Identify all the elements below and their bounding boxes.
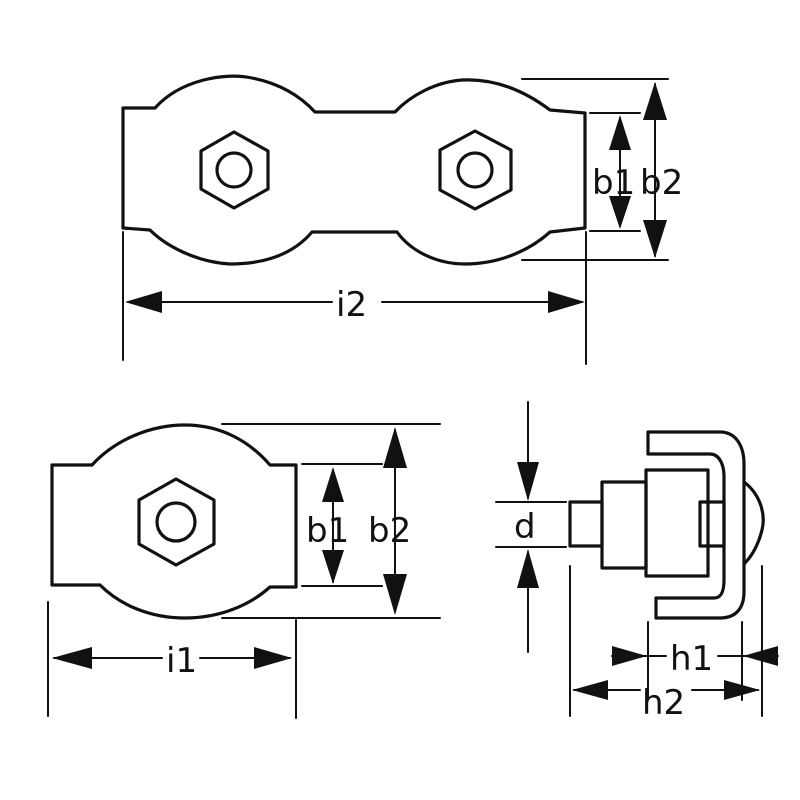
simplex-clip-top-view: b1 b2 i1 [47,423,441,719]
side-nut-inner [698,500,726,548]
simplex-clip-body [50,423,298,620]
hex-nut-left [199,130,270,210]
arrow-left-b1-down [322,550,344,584]
arrow-left-b1-up [322,467,344,502]
arrow-top-b2-up [643,82,667,120]
bolt-single [155,501,197,543]
left-b1-label: b1 [306,511,349,551]
arrow-side-h2-left [572,680,608,700]
clip-side-view: d h1 h2 [495,401,779,723]
top-b2-label: b2 [640,163,683,203]
arrow-top-i2-right [548,291,585,313]
duplex-clip-body [121,74,587,266]
bolt-left [215,151,253,189]
left-b2-label: b2 [368,511,411,551]
hex-nut-right [438,129,513,211]
arrow-left-b2-down [383,574,407,615]
left-i1-label: i1 [166,641,197,681]
duplex-clip-top-view: b1 b2 i2 [121,74,683,365]
arrow-top-b2-down [643,220,667,258]
arrow-side-d-down [517,462,539,501]
bolt-right [456,151,494,189]
arrow-side-d-up [517,549,539,588]
side-washer [600,480,648,570]
arrow-side-h2-right [724,680,760,700]
arrow-side-h1-right [612,646,647,666]
side-d-label: d [514,507,536,547]
side-h2-label: h2 [642,683,685,723]
arrow-left-i1-right [254,647,292,669]
clip-saddle-outer [646,430,746,620]
hex-nut-single [137,477,216,567]
arrow-top-b1-down [609,196,631,229]
side-h1-label: h1 [670,639,713,679]
arrow-left-i1-left [52,647,92,669]
clip-end-cap [742,480,765,566]
top-b1-label: b1 [592,163,635,203]
top-i2-label: i2 [336,285,367,325]
side-bolt-shank [568,500,604,548]
arrow-top-i2-left [125,291,162,313]
arrow-top-b1-up [609,115,631,150]
arrow-side-h1-left [743,646,778,666]
arrow-left-b2-up [383,427,407,468]
